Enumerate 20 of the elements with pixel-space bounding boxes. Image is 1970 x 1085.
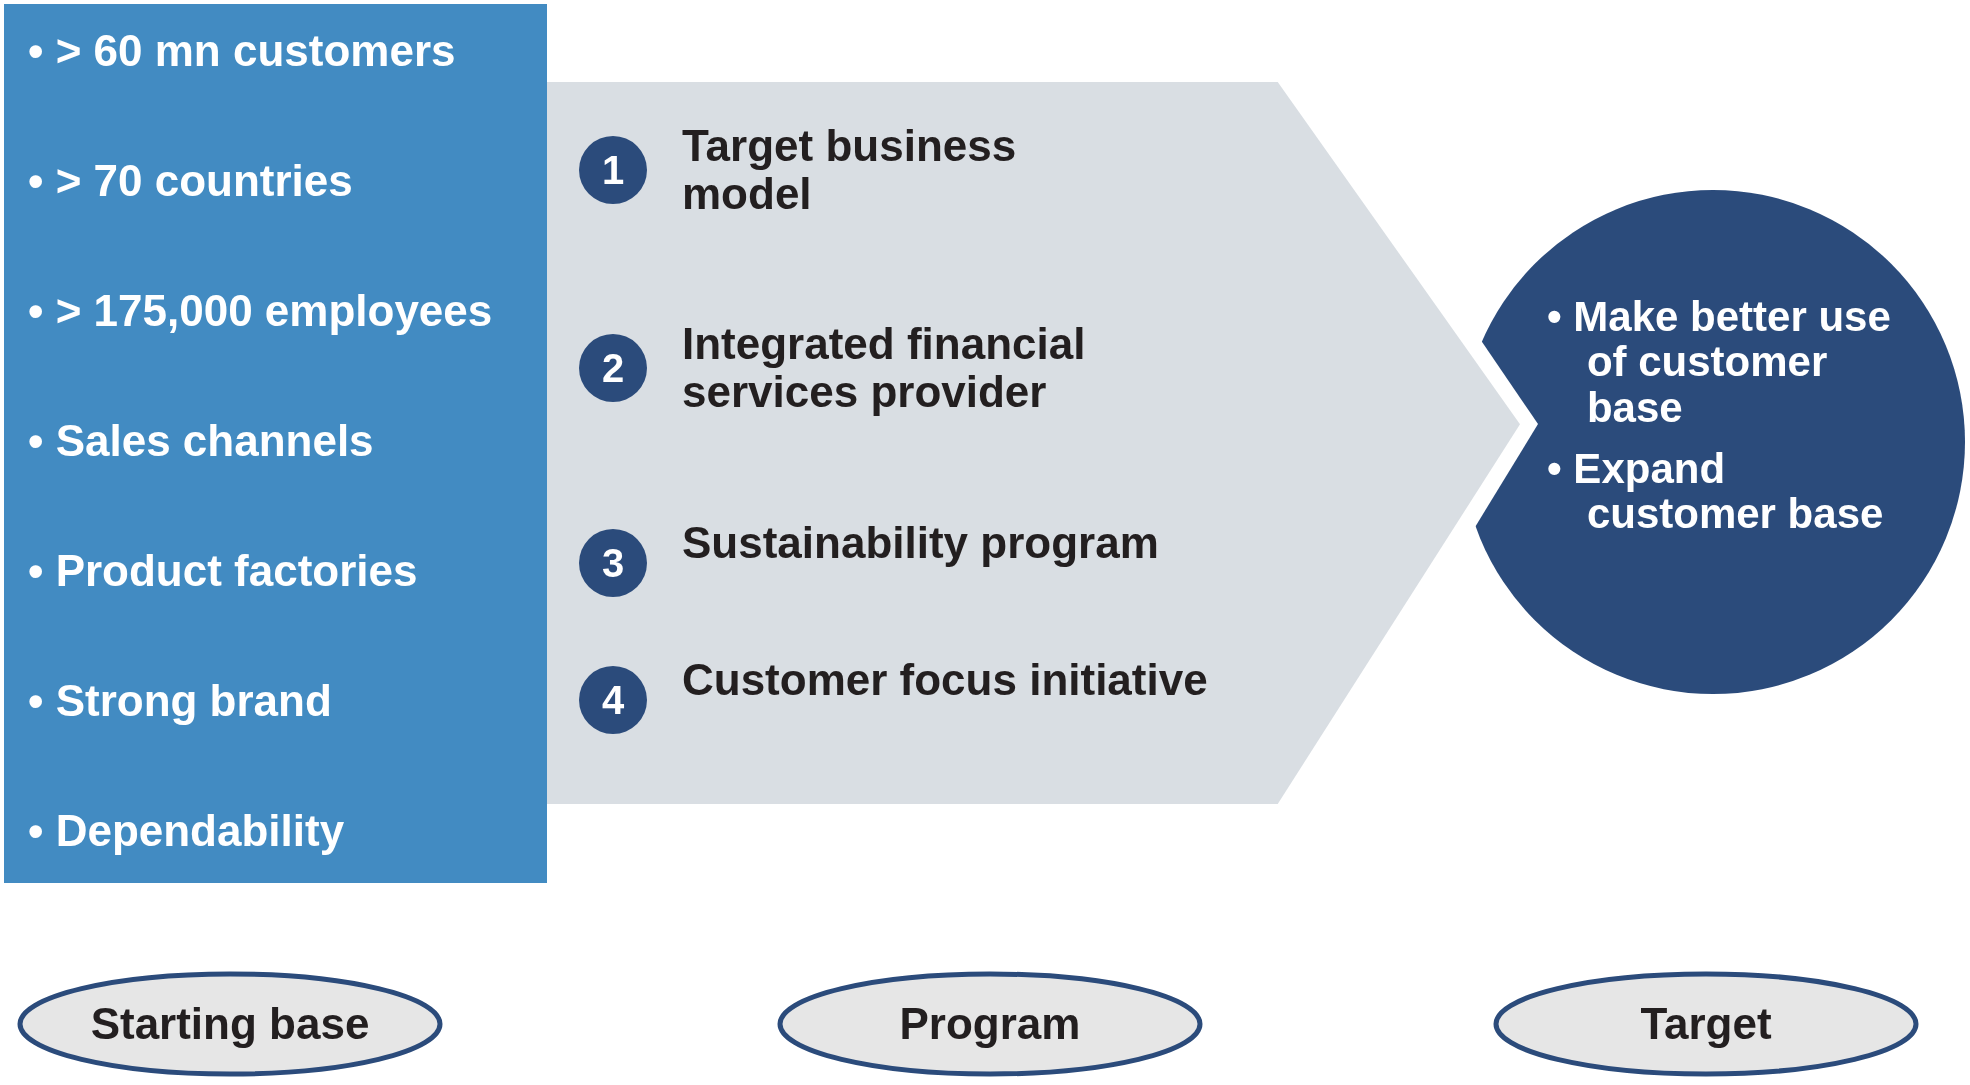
panel [4, 4, 547, 883]
bullet-item: • Dependability [28, 805, 346, 855]
bullet-item: • Product factories [28, 545, 419, 596]
bullet-item: • Make better use of customer base [1547, 294, 1892, 431]
bullet-item: • Sales channels [28, 415, 375, 466]
bullet-item: • > 175,000 employees [28, 285, 494, 336]
bullet-item: • > 70 countries [28, 155, 354, 206]
stage-ellipse [1493, 971, 1919, 1077]
bullet-item: • > 60 mn customers [28, 26, 457, 76]
stage-label: Program [899, 999, 1081, 1049]
stage-ellipse [777, 971, 1203, 1077]
stage-label: Starting base [90, 999, 370, 1049]
program-item: Integrated financial services provider [682, 320, 1087, 417]
stage-ellipse [17, 971, 443, 1077]
bullet-item: • Expand customer base [1547, 446, 1885, 537]
program-item: Target business model [682, 122, 1018, 219]
program-item: Sustainability program [682, 519, 1160, 568]
stage-label: Target [1640, 999, 1772, 1049]
bullet-item: • Strong brand [28, 675, 333, 726]
program-item: Customer focus initiative [682, 656, 1209, 705]
